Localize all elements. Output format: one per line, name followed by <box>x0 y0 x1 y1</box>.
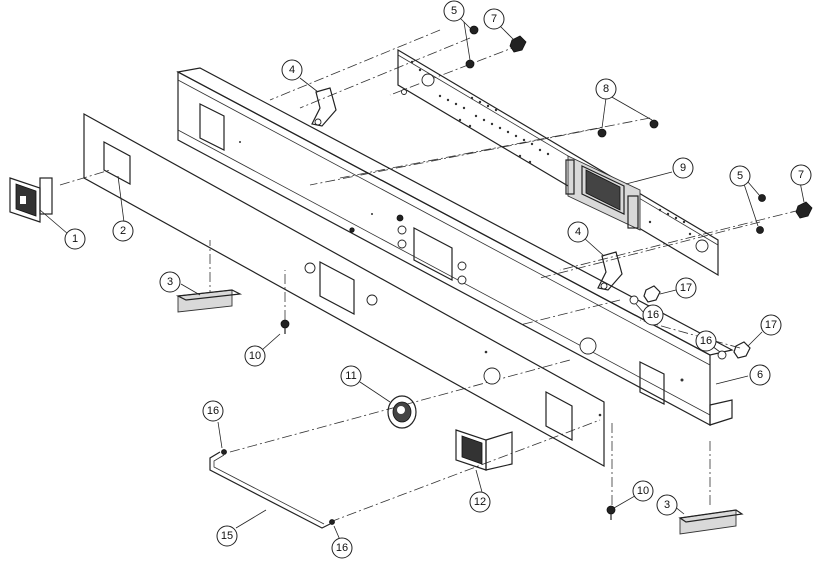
screw-10b <box>606 505 616 520</box>
callout-10a: 10 <box>244 345 266 367</box>
cable-rod <box>209 449 335 529</box>
svg-text:10: 10 <box>249 350 261 362</box>
callout-17b: 17 <box>760 314 782 336</box>
foot-pad-right <box>678 509 744 535</box>
svg-text:12: 12 <box>474 496 486 508</box>
round-indicator <box>387 395 417 429</box>
svg-text:2: 2 <box>120 225 126 237</box>
callout-5b: 5 <box>729 165 751 187</box>
screw-10a <box>280 319 290 334</box>
callout-11: 11 <box>340 365 362 387</box>
svg-text:6: 6 <box>757 369 763 381</box>
nut-7b <box>795 201 813 219</box>
callout-5a: 5 <box>443 0 465 22</box>
svg-text:17: 17 <box>680 282 692 294</box>
callout-16d: 16 <box>331 537 353 559</box>
svg-text:16: 16 <box>207 405 219 417</box>
callout-10b: 10 <box>632 480 654 502</box>
svg-text:17: 17 <box>765 319 777 331</box>
callout-2: 2 <box>112 220 134 242</box>
pcb-hole-pattern <box>410 60 692 236</box>
callout-3b: 3 <box>656 494 678 516</box>
callout-9: 9 <box>672 157 694 179</box>
callout-4a: 4 <box>281 59 303 81</box>
svg-text:16: 16 <box>700 335 712 347</box>
front-overlay-panel <box>83 112 605 468</box>
washer-16a <box>629 295 639 305</box>
callout-16b: 16 <box>642 304 664 326</box>
svg-text:1: 1 <box>72 233 78 245</box>
callout-4b: 4 <box>567 221 589 243</box>
callout-3a: 3 <box>159 271 181 293</box>
screw-5b <box>465 59 475 69</box>
washer-16b <box>717 350 727 360</box>
nut-17b <box>733 341 751 359</box>
bracket-lower <box>597 251 623 291</box>
callout-6: 6 <box>749 364 771 386</box>
rocker-switch-right <box>455 429 513 471</box>
svg-text:9: 9 <box>680 162 686 174</box>
svg-text:10: 10 <box>637 485 649 497</box>
callout-15: 15 <box>216 525 238 547</box>
callout-8: 8 <box>595 78 617 100</box>
screw-5a <box>469 25 479 35</box>
display-module <box>565 155 641 231</box>
rocker-switch-left <box>9 177 53 223</box>
screw-8a <box>597 128 607 138</box>
svg-text:11: 11 <box>345 370 356 382</box>
front-frame-housing <box>176 67 734 427</box>
svg-text:3: 3 <box>167 276 173 288</box>
svg-text:4: 4 <box>289 64 295 76</box>
bracket-upper <box>311 87 337 127</box>
callout-17a: 17 <box>675 277 697 299</box>
svg-text:7: 7 <box>491 13 497 25</box>
screw-8b <box>649 119 659 129</box>
callout-16c: 16 <box>695 330 717 352</box>
svg-text:7: 7 <box>798 169 804 181</box>
nut-17a <box>643 285 661 303</box>
callout-1: 1 <box>64 228 86 250</box>
svg-text:16: 16 <box>647 309 659 321</box>
callout-7a: 7 <box>483 8 505 30</box>
svg-text:5: 5 <box>451 5 457 17</box>
svg-text:8: 8 <box>603 83 609 95</box>
svg-text:15: 15 <box>221 530 233 542</box>
svg-text:5: 5 <box>737 170 743 182</box>
svg-text:3: 3 <box>664 499 670 511</box>
callout-16a: 16 <box>202 400 224 422</box>
foot-pad-left <box>175 289 243 313</box>
svg-text:16: 16 <box>336 542 348 554</box>
callout-12: 12 <box>469 491 491 513</box>
screw-5d <box>756 226 764 234</box>
rear-pcb-board <box>397 48 719 277</box>
svg-text:4: 4 <box>575 226 581 238</box>
callout-7b: 7 <box>790 164 812 186</box>
screw-5c <box>758 194 766 202</box>
